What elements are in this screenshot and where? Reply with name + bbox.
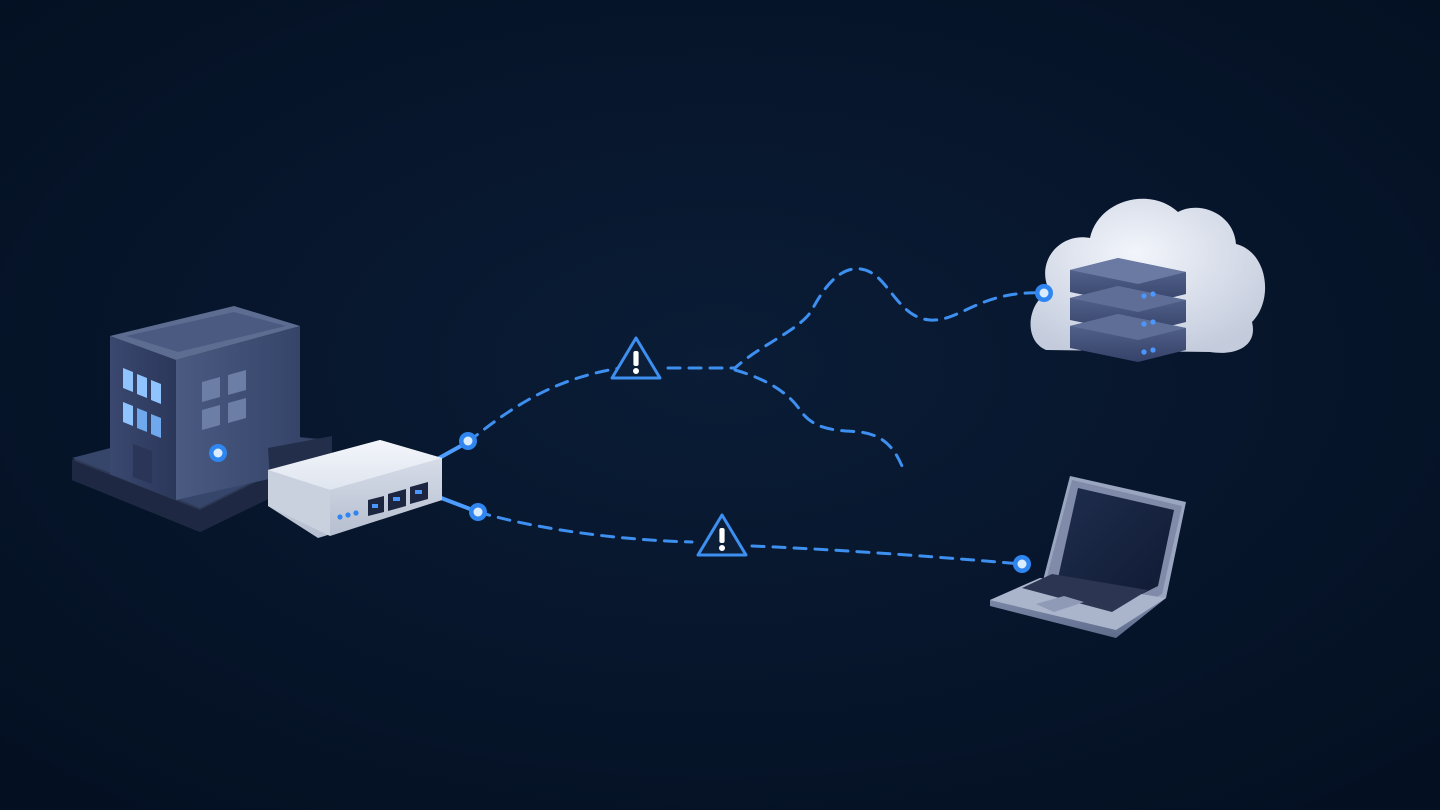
link-branch-trailing — [733, 368, 904, 468]
building-windows-dark — [202, 370, 246, 430]
cloud-server-icon[interactable] — [1030, 198, 1266, 362]
link-router-laptop-seg1 — [476, 510, 694, 544]
port-nodes — [209, 284, 1053, 573]
port-router-upper[interactable] — [459, 432, 477, 450]
laptop-icon[interactable] — [990, 476, 1186, 638]
link-router-cloud-seg2 — [666, 267, 1046, 370]
laptop-screen — [1058, 488, 1174, 606]
port-laptop[interactable] — [1013, 555, 1031, 573]
port-cloud[interactable] — [1035, 284, 1053, 302]
building-windows-lit — [123, 368, 161, 484]
link-router-laptop-seg2 — [750, 544, 1024, 566]
router-icon[interactable] — [268, 440, 442, 538]
server-stack — [1070, 258, 1186, 362]
port-office[interactable] — [209, 444, 227, 462]
link-router-cloud-seg1 — [466, 366, 622, 444]
port-router-lower[interactable] — [469, 503, 487, 521]
router-ethernet-ports — [368, 482, 428, 516]
links — [216, 267, 1046, 566]
laptop-keyboard — [1022, 574, 1148, 612]
warning-triangle-icon[interactable] — [610, 336, 662, 380]
office-building-icon[interactable] — [72, 306, 332, 532]
router-status-leds — [337, 510, 359, 520]
laptop-trackpad — [1036, 596, 1084, 612]
warning-triangle-icon[interactable] — [696, 513, 748, 557]
